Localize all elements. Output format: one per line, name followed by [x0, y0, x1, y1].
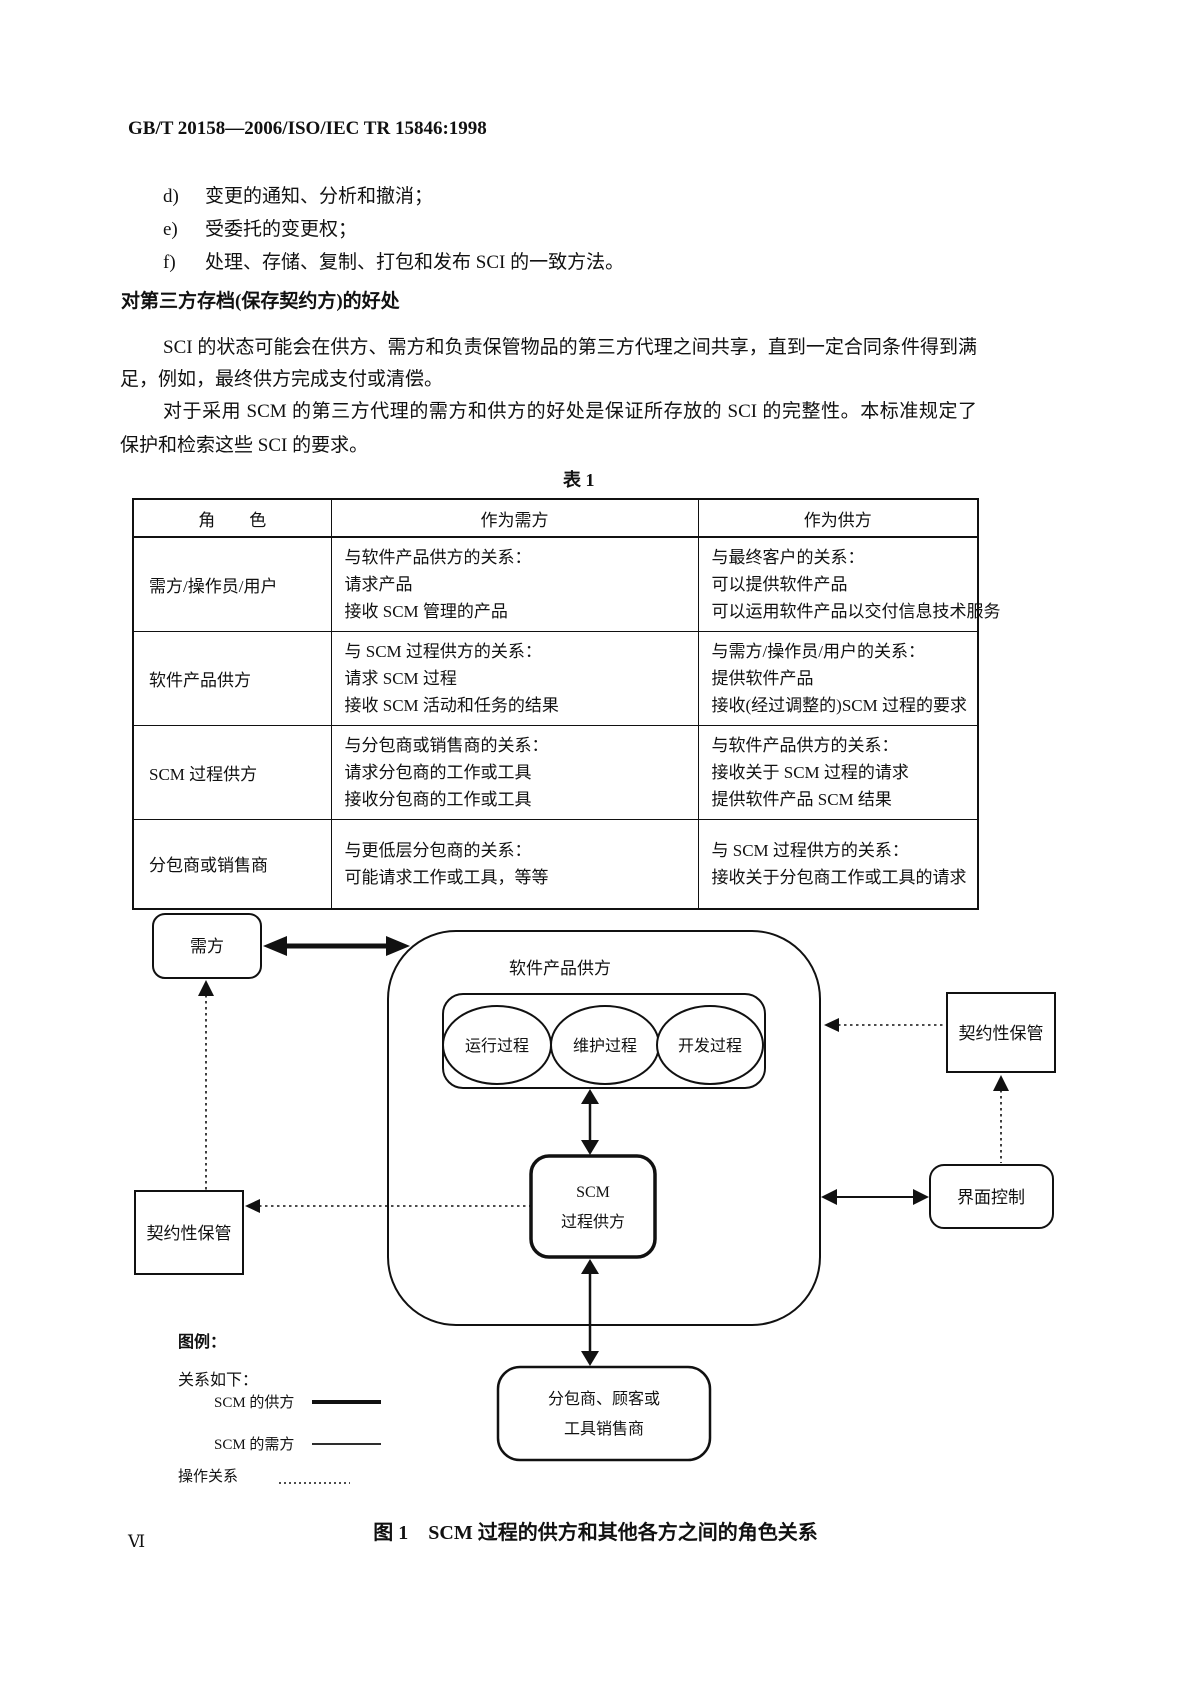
cell-line: 接收 SCM 管理的产品 [344, 602, 508, 621]
cell-line: 可能请求工作或工具，等等 [344, 867, 549, 887]
paragraph-line: SCI 的状态可能会在供方、需方和负责保管物品的第三方代理之间共享，直到一定合同… [163, 337, 977, 358]
as-demander-cell: 与更低层分包商的关系： 可能请求工作或工具，等等 [330, 819, 699, 909]
as-demander-cell: 与软件产品供方的关系： 请求产品 接收 SCM 管理的产品 [330, 536, 699, 632]
scm-box-label-line1: SCM [576, 1184, 610, 1201]
list-item-label: f) [163, 252, 176, 273]
figure-caption: 图 1 SCM 过程的供方和其他各方之间的角色关系 [373, 1522, 818, 1544]
cell-line: 接收关于分包商工作或工具的请求 [711, 867, 967, 887]
as-supplier-cell: 与最终客户的关系： 可以提供软件产品 可以运用软件产品以交付信息技术服务 [697, 536, 1001, 632]
as-supplier-cell: 与 SCM 过程供方的关系： 接收关于分包商工作或工具的请求 [697, 819, 979, 909]
col-header-as-demander: 作为需方 [330, 498, 699, 538]
legend-title: 图例： [178, 1332, 226, 1351]
list-item-label: e) [163, 219, 178, 240]
cell-line: 与软件产品供方的关系： [344, 548, 532, 567]
cell-line: 接收分包商的工作或工具 [344, 790, 532, 809]
list-item-text: 处理、存储、复制、打包和发布 SCI 的一致方法。 [205, 252, 625, 273]
page-number: Ⅵ [128, 1532, 146, 1551]
arrowhead-right-icon [386, 936, 410, 956]
cell-line: 请求分包商的工作或工具 [344, 763, 532, 782]
arrowhead-left-icon [821, 1189, 837, 1205]
subcontractor-label-line2: 工具销售商 [564, 1420, 644, 1438]
custodian-right-box [946, 992, 1056, 1073]
role-cell: SCM 过程供方 [132, 725, 332, 820]
paragraph-line: 保护和检索这些 SCI 的要求。 [120, 435, 369, 456]
cell-line: 与分包商或销售商的关系： [344, 736, 549, 755]
list-item-text: 受委托的变更权； [205, 219, 358, 240]
legend-scm-supplier-label: SCM 的供方 [214, 1394, 294, 1411]
cell-line: 与需方/操作员/用户的关系： [711, 642, 925, 661]
arrowhead-up-icon [581, 1259, 599, 1274]
cell-line: 请求产品 [344, 575, 413, 594]
scm-box-label-line2: 过程供方 [561, 1213, 625, 1231]
figure-1-diagram: 软件产品供方 运行过程 维护过程 开发过程 需方 契约性保管 SCM 过程供方 [134, 913, 1056, 1485]
as-supplier-cell: 与需方/操作员/用户的关系： 提供软件产品 接收(经过调整的)SCM 过程的要求 [697, 631, 979, 726]
interface-control-box [929, 1164, 1054, 1229]
legend-operational-label: 操作关系 [178, 1468, 238, 1485]
development-process-ellipse [656, 1005, 764, 1085]
software-supplier-container [387, 930, 821, 1326]
arrowhead-down-icon [581, 1140, 599, 1155]
cell-line: 与 SCM 过程供方的关系： [344, 642, 542, 661]
paragraph-line: 足，例如，最终供方完成支付或清偿。 [120, 369, 444, 390]
list-item-text: 变更的通知、分析和撤消； [205, 186, 434, 207]
table-row: 软件产品供方 与 SCM 过程供方的关系： 请求 SCM 过程 接收 SCM 活… [132, 631, 979, 726]
table-row: 分包商或销售商 与更低层分包商的关系： 可能请求工作或工具，等等 与 SCM 过… [132, 819, 979, 909]
maintenance-process-label: 维护过程 [573, 1037, 637, 1055]
development-process-label: 开发过程 [678, 1037, 742, 1055]
subcontractor-label-line1: 分包商、顾客或 [548, 1390, 660, 1408]
as-demander-cell: 与分包商或销售商的关系： 请求分包商的工作或工具 接收分包商的工作或工具 [330, 725, 699, 820]
arrowhead-up-icon [993, 1075, 1009, 1091]
cell-line: 提供软件产品 SCM 结果 [711, 790, 892, 809]
col-header-as-supplier: 作为供方 [697, 498, 979, 538]
arrowhead-left-icon [824, 1018, 839, 1032]
cell-line: 接收 SCM 活动和任务的结果 [344, 696, 559, 715]
arrowhead-right-icon [913, 1189, 929, 1205]
section-heading: 对第三方存档(保存契约方)的好处 [121, 291, 400, 312]
interface-control-label: 界面控制 [957, 1188, 1025, 1207]
arrowhead-up-icon [198, 980, 214, 996]
cell-line: 与 SCM 过程供方的关系： [711, 840, 909, 860]
list-item-label: d) [163, 186, 179, 207]
cell-line: 请求 SCM 过程 [344, 669, 457, 688]
col-header-role: 角 色 [132, 498, 332, 538]
roles-table: 角 色 作为需方 作为供方 需方/操作员/用户 与软件产品供方的关系： 请求产品… [132, 498, 1001, 910]
custodian-left-label: 契约性保管 [147, 1224, 232, 1243]
operation-process-label: 运行过程 [465, 1037, 529, 1055]
role-cell: 需方/操作员/用户 [132, 536, 332, 632]
table-header-row: 角 色 作为需方 作为供方 [132, 498, 979, 538]
arrowhead-down-icon [581, 1351, 599, 1366]
arrowhead-up-icon [581, 1089, 599, 1104]
custodian-right-label: 契约性保管 [959, 1024, 1044, 1043]
cell-line: 可以提供软件产品 [711, 575, 848, 594]
demander-label: 需方 [190, 937, 224, 956]
cell-line: 接收(经过调整的)SCM 过程的要求 [711, 696, 967, 715]
custodian-left-box [134, 1190, 244, 1275]
arrowhead-left-icon [245, 1199, 260, 1213]
legend-subtitle: 关系如下： [178, 1371, 258, 1389]
table-row: 需方/操作员/用户 与软件产品供方的关系： 请求产品 接收 SCM 管理的产品 … [132, 536, 1001, 632]
doc-number: GB/T 20158—2006/ISO/IEC TR 15846:1998 [128, 118, 487, 139]
as-demander-cell: 与 SCM 过程供方的关系： 请求 SCM 过程 接收 SCM 活动和任务的结果 [330, 631, 699, 726]
cell-line: 与软件产品供方的关系： [711, 736, 899, 755]
legend-scm-demander-label: SCM 的需方 [214, 1436, 294, 1453]
paragraph-line: 对于采用 SCM 的第三方代理的需方和供方的好处是保证所存放的 SCI 的完整性… [163, 401, 977, 422]
role-cell: 分包商或销售商 [132, 819, 332, 909]
as-supplier-cell: 与软件产品供方的关系： 接收关于 SCM 过程的请求 提供软件产品 SCM 结果 [697, 725, 979, 820]
cell-line: 与更低层分包商的关系： [344, 840, 532, 860]
subcontractor-box [496, 1365, 712, 1462]
arrowhead-left-icon [263, 936, 287, 956]
scm-process-supplier-box [529, 1154, 657, 1259]
cell-line: 与最终客户的关系： [711, 548, 865, 567]
cell-line: 提供软件产品 [711, 669, 814, 688]
demander-box [152, 913, 262, 979]
table-row: SCM 过程供方 与分包商或销售商的关系： 请求分包商的工作或工具 接收分包商的… [132, 725, 979, 820]
software-supplier-label: 软件产品供方 [509, 959, 611, 978]
role-cell: 软件产品供方 [132, 631, 332, 726]
cell-line: 接收关于 SCM 过程的请求 [711, 763, 909, 782]
table-title: 表 1 [563, 470, 595, 490]
cell-line: 可以运用软件产品以交付信息技术服务 [711, 602, 1001, 621]
